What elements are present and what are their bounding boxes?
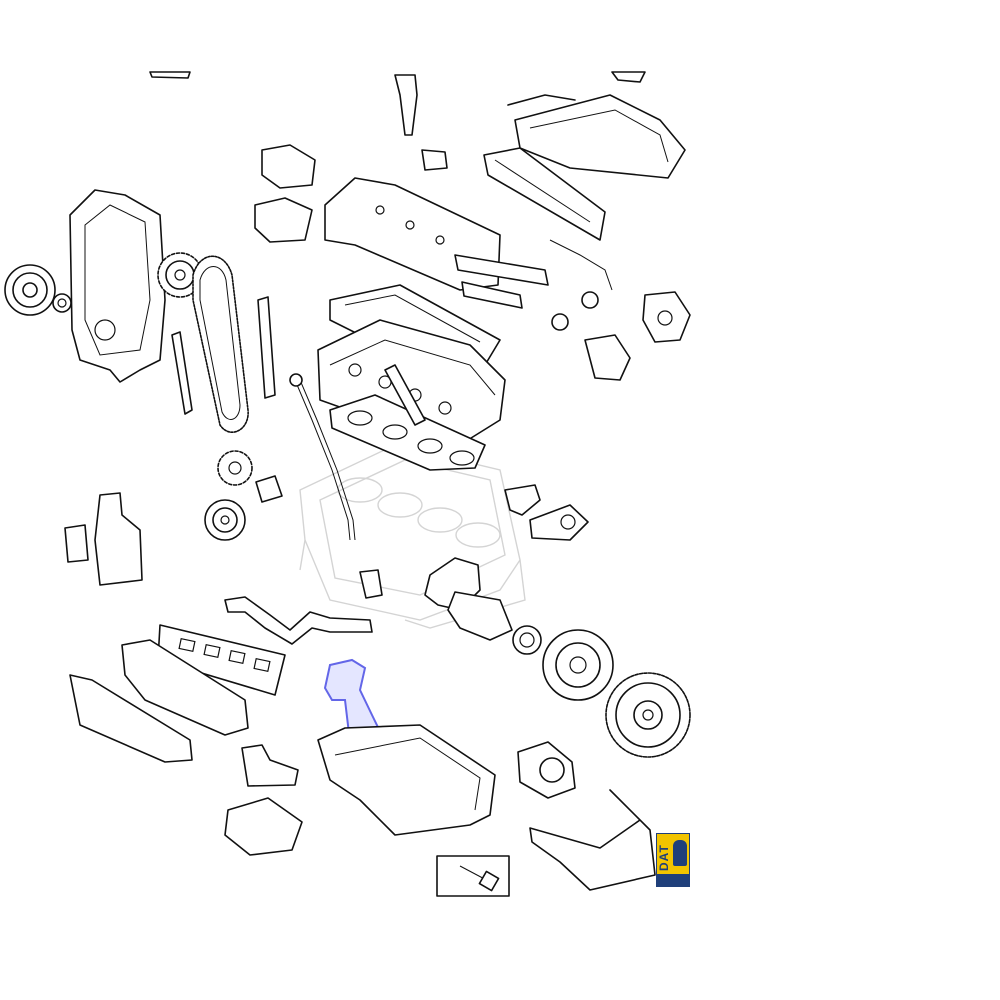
top-right-fastener[interactable]	[611, 71, 646, 83]
engine-mount-lower[interactable]	[224, 744, 303, 856]
flexplate[interactable]	[542, 629, 614, 701]
flywheel[interactable]	[605, 672, 691, 758]
crankshaft-sprocket[interactable]	[217, 450, 253, 486]
thumbs-up-icon	[673, 840, 687, 866]
coolant-hose[interactable]	[224, 596, 373, 645]
chain-tensioner-rail[interactable]	[257, 296, 276, 399]
oil-pan[interactable]	[317, 724, 496, 836]
engine-mount-right[interactable]	[504, 484, 589, 541]
camshaft-sensor[interactable]	[421, 149, 448, 171]
top-left-fastener[interactable]	[149, 71, 191, 79]
dat-logo-text: DAT	[657, 844, 671, 872]
crankshaft[interactable]	[447, 591, 542, 655]
water-pump[interactable]	[204, 499, 246, 541]
exhaust-manifold[interactable]	[121, 639, 249, 736]
oil-dipstick[interactable]	[289, 373, 356, 541]
oil-filter-housing[interactable]	[64, 492, 143, 586]
camshaft-sprocket[interactable]	[157, 252, 203, 298]
intake-manifold-gasket[interactable]	[483, 147, 606, 241]
timing-cover[interactable]	[69, 189, 166, 383]
fuel-injector[interactable]	[384, 364, 426, 426]
chain-guide-left[interactable]	[171, 331, 193, 415]
crankshaft-pulley[interactable]	[4, 264, 72, 316]
knock-sensor[interactable]	[359, 569, 383, 599]
timing-chain[interactable]	[192, 255, 249, 433]
breather-pipe[interactable]	[549, 239, 613, 291]
heat-shield[interactable]	[69, 674, 193, 763]
engine-mount-upper[interactable]	[254, 144, 316, 243]
camshafts[interactable]	[454, 254, 599, 331]
ignition-coil[interactable]	[394, 74, 418, 136]
intake-manifold[interactable]	[507, 94, 686, 179]
sealant-tube-box[interactable]	[436, 855, 510, 897]
car-icon	[657, 874, 689, 886]
chain-tensioner[interactable]	[255, 475, 283, 503]
thermostat-housing[interactable]	[584, 291, 691, 381]
starter-motor[interactable]	[517, 741, 576, 799]
cylinder-head-gasket[interactable]	[329, 394, 486, 471]
exhaust-manifold-gasket[interactable]	[157, 624, 286, 696]
transmission-cover[interactable]	[529, 789, 656, 891]
dat-logo-badge: DAT	[656, 833, 690, 887]
